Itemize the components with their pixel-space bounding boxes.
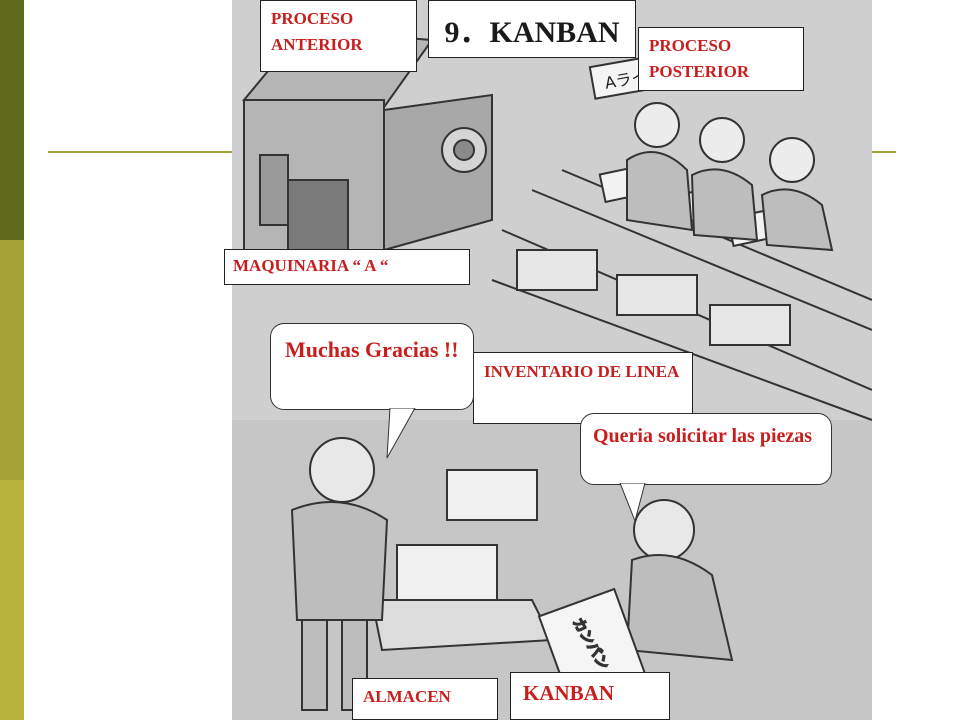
solicitar-bubble: Queria solicitar las piezas: [580, 413, 832, 485]
proceso-anterior-label: PROCESO ANTERIOR: [260, 0, 417, 72]
kanban-text: KANBAN: [523, 681, 615, 705]
gracias-bubble-tail: [386, 408, 416, 459]
maquinaria-label: MAQUINARIA “ A “: [224, 249, 470, 285]
accent-rule-left: [48, 151, 232, 153]
solicitar-text: Queria solicitar las piezas: [593, 425, 813, 447]
proceso-posterior-label: PROCESO POSTERIOR: [638, 27, 804, 91]
title-box: 9．KANBAN: [428, 0, 636, 58]
maquinaria-text: MAQUINARIA “ A “: [233, 256, 389, 275]
almacen-label: ALMACEN: [352, 678, 498, 720]
machine-a-drawing: [241, 28, 493, 252]
side-bar-dark: [0, 0, 24, 240]
solicitar-bubble-tail: [619, 483, 646, 523]
almacen-text: ALMACEN: [363, 687, 451, 706]
accent-rule-right: [872, 151, 896, 153]
slide-title: 9．KANBAN: [444, 16, 620, 49]
workers-drawing: [626, 102, 834, 252]
proceso-anterior-text: PROCESO ANTERIOR: [271, 9, 363, 54]
gracias-bubble: Muchas Gracias !!: [270, 323, 474, 410]
warehouse-boxes-drawing: [370, 469, 554, 652]
side-bar-light: [0, 480, 24, 720]
inventario-text: INVENTARIO DE LINEA: [484, 362, 680, 381]
kanban-label: KANBAN: [510, 672, 670, 720]
proceso-posterior-text: PROCESO POSTERIOR: [649, 36, 750, 81]
side-bar-mid: [0, 240, 24, 480]
left-man-drawing: [290, 437, 389, 711]
gracias-text: Muchas Gracias !!: [285, 337, 459, 362]
